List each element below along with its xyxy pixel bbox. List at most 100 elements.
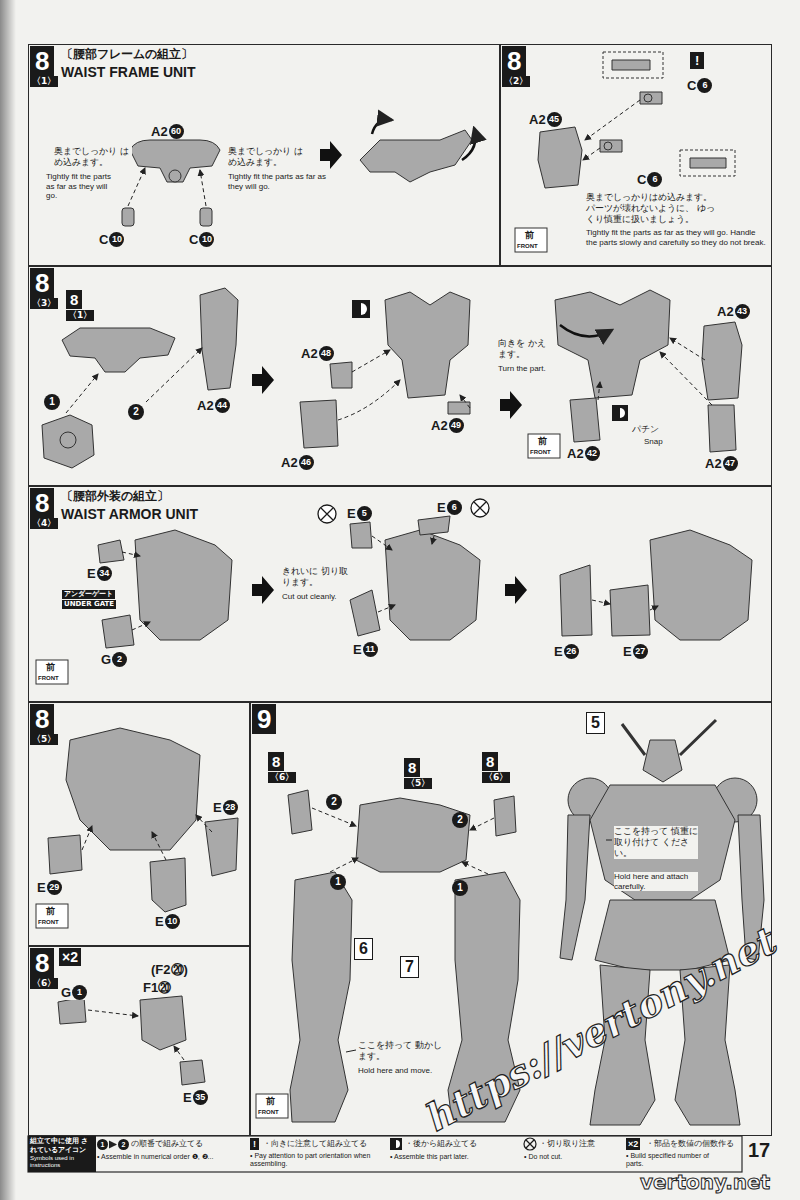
part-callout: F1⑳ [142, 980, 172, 995]
part-code: E [623, 644, 632, 659]
note-jp: 奥までしっかり はめ込みます。 [228, 146, 306, 168]
step-panel: 8〈5〉 [28, 702, 250, 946]
part-number: 27 [633, 644, 648, 659]
part-callout: A243 [716, 304, 751, 319]
note-en: Cut out cleanly. [282, 592, 348, 602]
part-callout: G2 [100, 652, 128, 667]
step-panel: 8〈4〉〔腰部外装の組立〕WAIST ARMOR UNIT [28, 486, 772, 702]
front-mark: FRONT [530, 449, 551, 456]
substep-ref: 〈6〉 [268, 772, 296, 783]
part-code: A2 [705, 456, 722, 471]
part-code: A2 [151, 124, 168, 139]
subassembly-number: 6 [354, 938, 373, 960]
part-code: E [37, 880, 46, 895]
watermark: vertony.net [640, 1170, 770, 1194]
front-mark: 前 [46, 906, 55, 916]
part-number: 42 [585, 446, 600, 461]
part-number: 6 [697, 78, 712, 93]
order-number: 2 [326, 794, 342, 810]
substep-number: 〈1〉 [30, 76, 58, 87]
legend-text: ・向きに注意して組み立てる [263, 1139, 367, 1149]
step-number: 9 [252, 704, 276, 734]
substep-number: 〈3〉 [30, 298, 58, 309]
part-code: A2 [529, 112, 546, 127]
part-code: E [213, 800, 222, 815]
part-callout: (F2⑳) [150, 962, 189, 977]
step-number: 8 [30, 268, 54, 298]
order-number: 1 [330, 874, 346, 890]
part-callout: E11 [352, 642, 379, 657]
subassembly-number: 7 [400, 956, 419, 978]
part-callout: E28 [212, 800, 239, 815]
substep-number: 〈2〉 [502, 76, 530, 87]
part-callout: E26 [553, 644, 580, 659]
part-code: A2 [281, 455, 298, 470]
part-callout: A244 [196, 398, 231, 413]
part-number: 35 [193, 1090, 208, 1105]
part-callout: G1 [60, 985, 88, 1000]
part-callout: E34 [86, 566, 113, 581]
note-jp: パチン [632, 424, 672, 435]
part-callout: A247 [704, 456, 739, 471]
step-ref: 8 [404, 758, 420, 777]
substep-ref: 〈5〉 [404, 778, 432, 789]
note-jp: ここを持って 動かします。 [358, 1040, 444, 1062]
part-code: G [101, 652, 111, 667]
part-callout: E29 [36, 880, 63, 895]
part-callout: A245 [528, 112, 563, 127]
part-number: 26 [564, 644, 579, 659]
note-jp: 奥までしっかり はめ込みます。 [54, 146, 132, 168]
part-number: 5 [357, 506, 372, 521]
legend-text: ・部品を数値の個数作る [646, 1139, 734, 1149]
part-callout: C10 [188, 232, 215, 247]
note-jp: ここを持って 慎重に取り付けて ください。 [614, 826, 698, 859]
step-heading: 〔腰部外装の組立〕 [61, 489, 169, 504]
legend-text: ・切り取り注意 [539, 1139, 595, 1149]
part-number: 34 [97, 566, 112, 581]
step-number: 8 [30, 948, 54, 978]
part-code: F1⑳ [143, 980, 171, 995]
part-code: C [99, 232, 108, 247]
part-callout: E10 [154, 914, 181, 929]
step-number: 8 [30, 46, 54, 76]
front-mark: 前 [46, 662, 55, 672]
part-code: C [687, 78, 696, 93]
note-en: Turn the part. [498, 364, 548, 374]
caution-icon: ! [690, 52, 704, 69]
substep-ref: 〈6〉 [482, 772, 510, 783]
front-mark: 前 [538, 436, 547, 446]
part-code: E [347, 506, 356, 521]
part-callout: A246 [280, 455, 315, 470]
part-code: A2 [717, 304, 734, 319]
part-callout: E27 [622, 644, 649, 659]
part-number: 10 [109, 232, 124, 247]
part-number: 45 [547, 112, 562, 127]
part-number: 6 [647, 172, 662, 187]
part-callout: A249 [430, 418, 465, 433]
order-number: 1 [44, 394, 60, 410]
part-callout: C10 [98, 232, 125, 247]
part-callout: C6 [636, 172, 663, 187]
step-number: 8 [30, 488, 54, 518]
part-callout: A260 [150, 124, 185, 139]
front-mark: 前 [525, 230, 534, 240]
part-number: 43 [735, 304, 750, 319]
part-number: 49 [449, 418, 464, 433]
part-callout: A248 [300, 346, 335, 361]
part-callout: E35 [182, 1090, 209, 1105]
caution-icon: ! [250, 1138, 259, 1150]
part-code: A2 [567, 446, 584, 461]
substep-number: 〈5〉 [30, 734, 58, 745]
gate-note: UNDER GATE [62, 600, 116, 609]
count-icon: ×2 [626, 1138, 640, 1150]
legend-note: • Do not cut. [524, 1153, 624, 1161]
order-number: 2 [128, 404, 144, 420]
substep-number: 〈6〉 [30, 978, 58, 989]
part-code: A2 [301, 346, 318, 361]
substep-number: 〈4〉 [30, 518, 58, 529]
front-mark: FRONT [258, 1109, 279, 1116]
legend-note: • Assemble in numerical order ❶, ❷... [97, 1153, 247, 1161]
note-en: Tightly fit the parts as far as they wil… [586, 228, 766, 247]
legend-note: • Pay attention to part orientation when… [250, 1152, 380, 1168]
